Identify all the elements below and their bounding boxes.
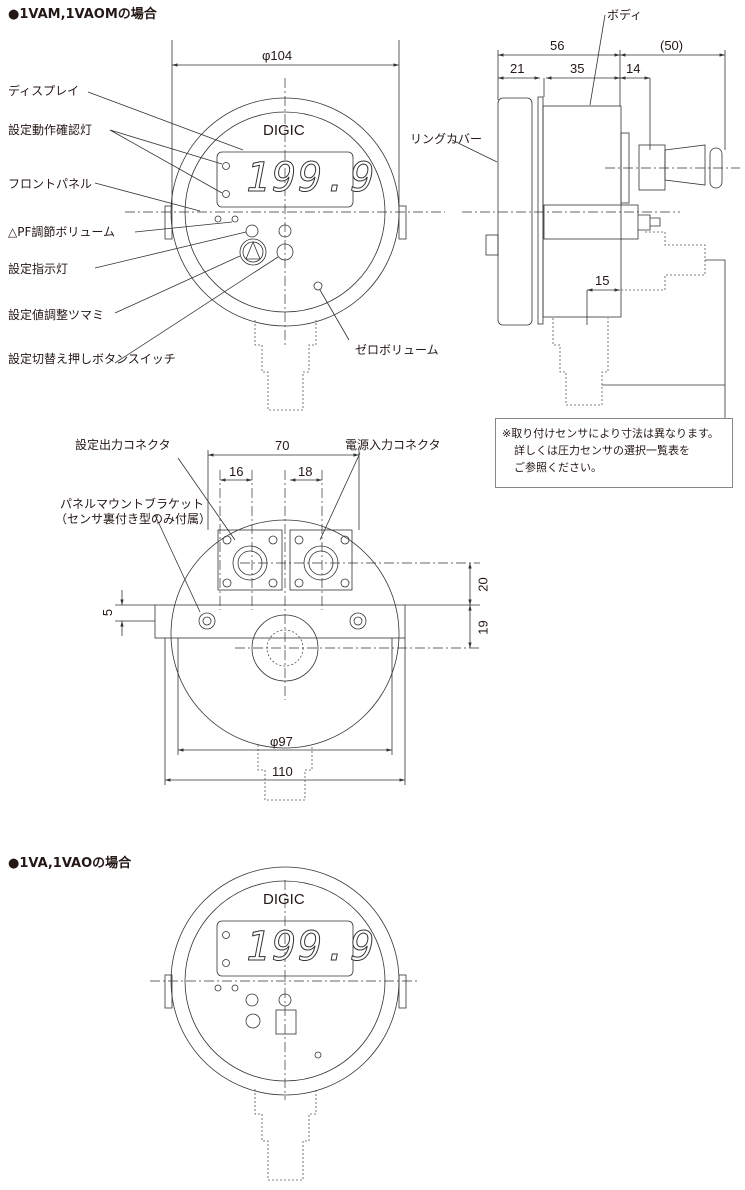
back-view <box>115 450 480 801</box>
front-view <box>87 40 445 411</box>
dim-diameter-97: φ97 <box>270 734 293 749</box>
side-view <box>451 14 740 418</box>
dim-110: 110 <box>272 764 293 779</box>
label-bracket: パネルマウントブラケット <box>60 497 205 511</box>
dim-56: 56 <box>550 38 565 53</box>
label-pf-volume: △PF調節ボリューム <box>8 225 116 239</box>
dim-50: (50) <box>660 38 684 53</box>
label-output-connector: 設定出力コネクタ <box>75 438 171 452</box>
note-line-3: ご参照ください。 <box>514 461 602 474</box>
label-ring-cover: リングカバー <box>410 132 483 146</box>
dim-19: 19 <box>475 620 491 635</box>
dim-14: 14 <box>626 61 641 76</box>
dim-18: 18 <box>298 464 313 479</box>
display-readout-2: 199.9 <box>245 924 377 971</box>
dim-15: 15 <box>595 273 610 288</box>
display-readout: 199.9 <box>245 155 377 202</box>
dim-20: 20 <box>475 577 491 592</box>
label-bracket-note: （センサ裏付き型のみ付属） <box>55 512 212 526</box>
label-power-connector: 電源入力コネクタ <box>345 438 441 452</box>
label-zero-volume: ゼロボリューム <box>355 343 439 357</box>
brand-label: DIGIC <box>263 122 305 139</box>
dim-16: 16 <box>229 464 244 479</box>
label-knob: 設定値調整ツマミ <box>8 308 105 322</box>
brand-label-2: DIGIC <box>263 891 305 908</box>
label-indicator: 設定指示灯 <box>8 262 69 276</box>
section-title-1vam: ●1VAM,1VAOMの場合 <box>8 7 157 22</box>
dim-21: 21 <box>510 61 525 76</box>
label-switch: 設定切替え押しボタンスイッチ <box>8 352 176 366</box>
label-body: ボディ <box>607 8 643 22</box>
dim-diameter-104: φ104 <box>262 48 293 63</box>
note-line-1: ※取り付けセンサにより寸法は異なります。 <box>502 427 719 440</box>
dim-5: 5 <box>100 608 116 617</box>
label-front-panel: フロントパネル <box>8 177 93 191</box>
label-display: ディスプレイ <box>8 84 80 98</box>
dim-70: 70 <box>275 438 290 453</box>
section-title-1va: ●1VA,1VAOの場合 <box>8 856 132 871</box>
sensor-note: ※取り付けセンサにより寸法は異なります。 詳しくは圧力センサの選択一覧表を ご参… <box>495 418 733 488</box>
bottom-front-view <box>150 866 420 1181</box>
note-line-2: 詳しくは圧力センサの選択一覧表を <box>514 444 690 457</box>
label-confirm-lamp: 設定動作確認灯 <box>8 123 93 137</box>
dim-35: 35 <box>570 61 585 76</box>
